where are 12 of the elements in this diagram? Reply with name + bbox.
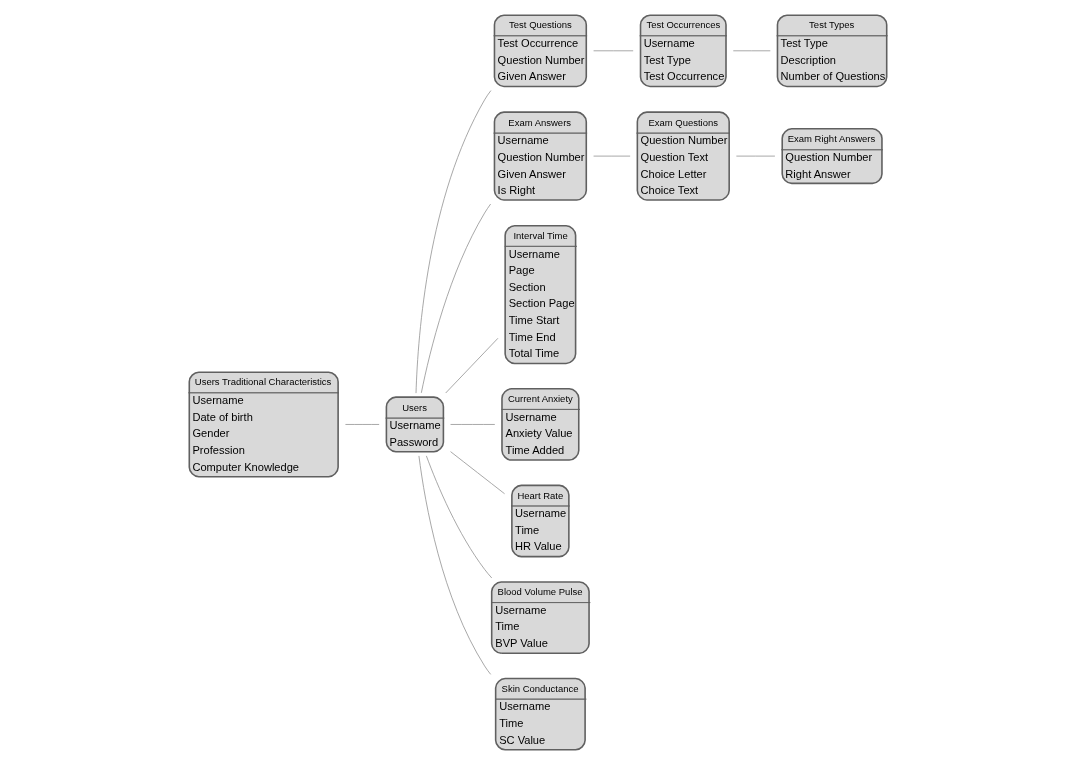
connector <box>445 337 499 394</box>
connector <box>418 455 492 675</box>
connector <box>425 455 493 579</box>
connector <box>450 424 496 425</box>
connector <box>736 155 776 157</box>
connector <box>593 50 634 52</box>
connector <box>450 451 505 495</box>
connector <box>345 424 380 425</box>
connector <box>420 203 491 394</box>
connector <box>732 50 771 52</box>
connector <box>415 90 492 394</box>
connector <box>593 155 631 157</box>
